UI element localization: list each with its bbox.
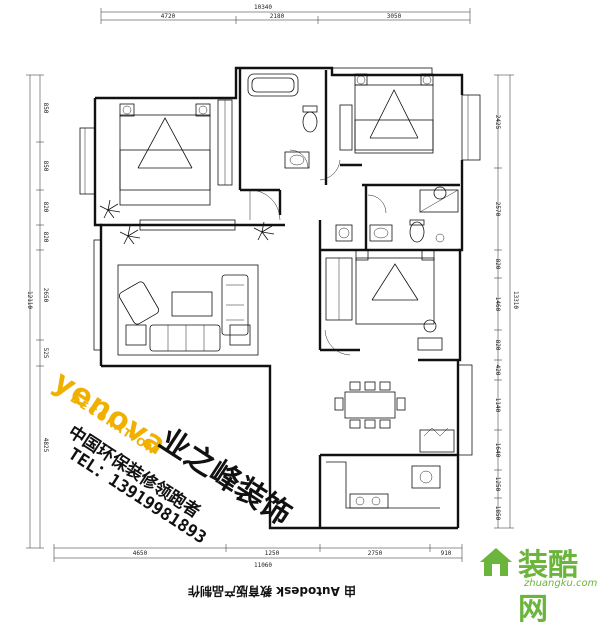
bathroom-mid bbox=[335, 186, 459, 243]
floor-plan: 10340 4720 2180 3050 11060 4650 1250 275… bbox=[26, 4, 519, 569]
dim-left-7: 4825 bbox=[42, 438, 49, 453]
dim-right-7: 1140 bbox=[494, 398, 501, 413]
dim-bottom-total: 11060 bbox=[254, 562, 272, 569]
dim-right-2: 2570 bbox=[494, 202, 501, 217]
dim-right-1: 2425 bbox=[494, 115, 501, 130]
kitchen bbox=[326, 461, 441, 509]
bathroom-top bbox=[247, 73, 318, 169]
living-room bbox=[117, 264, 259, 356]
dim-bottom-1: 4650 bbox=[133, 550, 148, 557]
doors bbox=[249, 149, 387, 356]
windows bbox=[79, 67, 481, 456]
dim-right-3: 820 bbox=[494, 259, 501, 270]
dim-left-5: 2650 bbox=[42, 288, 49, 303]
dim-bottom-2: 1250 bbox=[265, 550, 280, 557]
dimension-labels: 10340 4720 2180 3050 11060 4650 1250 275… bbox=[26, 4, 519, 569]
dim-left-4: 820 bbox=[42, 232, 49, 243]
dim-left-2: 850 bbox=[42, 161, 49, 172]
dim-top-total: 10340 bbox=[254, 4, 272, 11]
dim-left-3: 820 bbox=[42, 202, 49, 213]
dim-top-1: 4720 bbox=[161, 13, 176, 20]
dim-right-8: 1640 bbox=[494, 443, 501, 458]
dim-top-3: 3050 bbox=[387, 13, 402, 20]
dim-right-total: 13310 bbox=[512, 291, 519, 309]
dim-right-9: 1250 bbox=[494, 477, 501, 492]
dim-left-1: 850 bbox=[42, 103, 49, 114]
bed-top-right bbox=[339, 73, 434, 154]
plants-bedroom-1 bbox=[99, 199, 275, 245]
dim-right-5: 820 bbox=[494, 340, 501, 351]
dim-left-total: 12110 bbox=[26, 291, 33, 309]
dining-table bbox=[334, 381, 455, 453]
dim-right-4: 1460 bbox=[494, 297, 501, 312]
dimension-lines bbox=[26, 8, 514, 562]
dim-bottom-3: 2750 bbox=[368, 550, 383, 557]
dim-right-6: 420 bbox=[494, 365, 501, 376]
software-caption: 由 Autodesk 教育版产品制作 bbox=[187, 584, 357, 598]
bed-top-left bbox=[119, 99, 233, 206]
watermark-house-icon bbox=[480, 548, 512, 576]
dim-right-10: 1850 bbox=[494, 506, 501, 521]
bed-middle-right bbox=[325, 249, 443, 351]
watermark-url: zhuangku.com bbox=[524, 578, 598, 589]
dim-left-6: 525 bbox=[42, 348, 49, 359]
dim-bottom-4: 910 bbox=[441, 550, 452, 557]
dim-top-2: 2180 bbox=[270, 13, 285, 20]
